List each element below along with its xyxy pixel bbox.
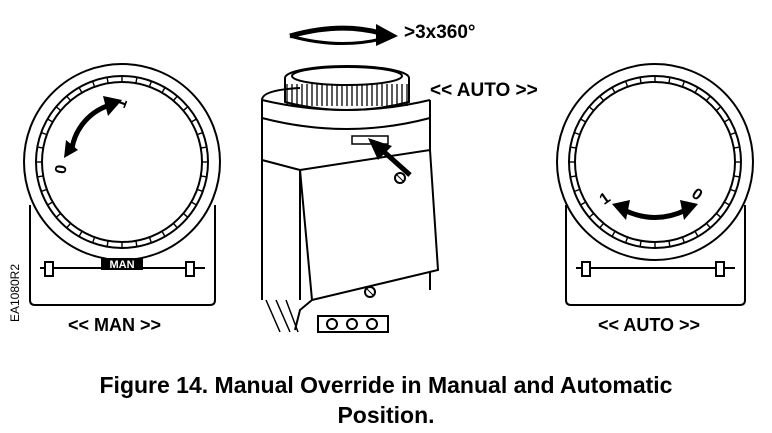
dial-tooth — [135, 240, 138, 247]
dial-tooth — [723, 201, 730, 206]
dial-tooth — [570, 175, 577, 178]
document-code: EA1080R2 — [8, 263, 23, 323]
dial-tooth — [190, 118, 197, 123]
dial-tooth — [37, 146, 44, 149]
dial-tooth — [55, 212, 62, 218]
auto-label-right: << AUTO >> — [598, 315, 701, 335]
dial-tooth — [91, 80, 96, 88]
dial-tooth — [681, 236, 686, 244]
dial-tooth — [729, 188, 737, 193]
diagram-figure: 1 0 MAN — [23, 24, 754, 333]
dial-tooth — [694, 230, 699, 237]
dial-tooth — [196, 131, 204, 136]
dial-tooth — [135, 77, 138, 84]
dial-tooth — [172, 222, 178, 229]
dial-tooth — [715, 212, 722, 218]
dial-tooth — [91, 236, 96, 244]
man-badge: MAN — [109, 259, 134, 271]
left-actuator-man — [23, 63, 221, 306]
center-actuator — [261, 24, 440, 333]
dial-tooth — [106, 77, 109, 84]
dial-tooth — [182, 106, 189, 112]
dial-tooth — [161, 87, 166, 94]
dial-tooth — [106, 240, 109, 247]
dial-tooth — [715, 106, 722, 112]
dial-tooth — [624, 80, 629, 88]
auto-label-top: << AUTO >> — [430, 80, 538, 101]
dial-tooth — [729, 131, 737, 136]
dial-tooth — [723, 118, 730, 123]
dial-tooth — [580, 118, 587, 123]
dial-tooth — [705, 222, 711, 229]
dial-tooth — [573, 188, 581, 193]
dial-tooth — [182, 212, 189, 218]
dial-tooth — [580, 201, 587, 206]
caption-line-1: Figure 14. Manual Override in Manual and… — [99, 372, 673, 398]
dial-tooth — [40, 131, 48, 136]
dial-tooth — [668, 240, 671, 247]
dial-tooth — [55, 106, 62, 112]
dial-tooth — [599, 95, 605, 102]
dial-tooth — [668, 77, 671, 84]
dial-tooth — [172, 95, 178, 102]
dial-tooth — [40, 188, 48, 193]
dial-tooth — [66, 95, 72, 102]
dial-tooth — [705, 95, 711, 102]
caption-line-2: Position. — [337, 402, 435, 428]
dial-tooth — [588, 212, 595, 218]
dial-tooth — [190, 201, 197, 206]
dial-tooth — [66, 222, 72, 229]
dial-tooth — [733, 175, 740, 178]
dial-tooth — [624, 236, 629, 244]
dial-tooth — [78, 87, 83, 94]
dial-tooth — [148, 80, 153, 88]
dial-tooth — [37, 175, 44, 178]
dial-tooth — [161, 230, 166, 237]
dial-tooth — [681, 80, 686, 88]
dial-tooth — [570, 146, 577, 149]
dial-tooth — [78, 230, 83, 237]
figure-caption: Figure 14. Manual Override in Manual and… — [0, 370, 772, 430]
dial-tooth — [611, 230, 616, 237]
rotation-label: >3x360° — [404, 22, 476, 43]
dial-tooth — [588, 106, 595, 112]
dial-tooth — [573, 131, 581, 136]
dial-tooth — [200, 175, 207, 178]
dial-tooth — [611, 87, 616, 94]
left-dial-mark-0: 0 — [52, 164, 70, 176]
right-actuator-auto — [556, 63, 754, 306]
dial-tooth — [196, 188, 204, 193]
man-label: << MAN >> — [68, 315, 162, 335]
dial-tooth — [599, 222, 605, 229]
dial-tooth — [200, 146, 207, 149]
dial-tooth — [733, 146, 740, 149]
dial-tooth — [47, 201, 54, 206]
dial-tooth — [148, 236, 153, 244]
dial-tooth — [639, 240, 642, 247]
dial-tooth — [639, 77, 642, 84]
dial-tooth — [47, 118, 54, 123]
dial-tooth — [694, 87, 699, 94]
